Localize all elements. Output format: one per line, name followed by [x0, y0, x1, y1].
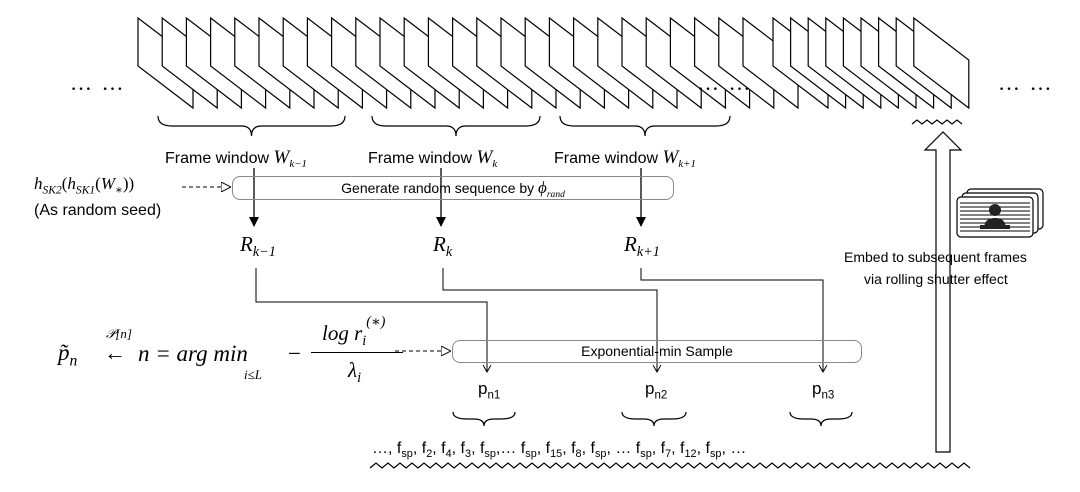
ellipsis-middle: … …: [697, 70, 753, 95]
pn-brace: [621, 411, 687, 427]
frame-symbol: f: [520, 440, 526, 457]
formula-denominator: λi: [348, 358, 362, 387]
seed-formula: hSK2(hSK1(W∗)): [34, 174, 135, 197]
frame-symbol: f: [705, 440, 710, 457]
formula-argmin-sub: i≤L: [244, 367, 262, 382]
r-node-3: Rk+1: [624, 232, 660, 261]
frame-symbol: f: [571, 440, 576, 457]
frame-symbol: f: [460, 440, 465, 457]
frame-index: sp: [401, 448, 413, 461]
frame-index: 15: [550, 448, 563, 461]
frame-symbol: f: [479, 440, 485, 457]
frame-symbol: f: [396, 440, 402, 457]
frame-symbol: f: [660, 440, 666, 457]
frame-sequence: …, fsp, f2, f4, f3, fsp,… fsp, f15, f8, …: [372, 440, 747, 461]
frame-window-label-1: Frame window Wk−1: [165, 147, 307, 171]
generate-random-box: Generate random sequence by ϕrand: [232, 176, 674, 200]
zigzag-top: [911, 119, 963, 125]
formula-argmin: n = arg min: [138, 341, 248, 366]
frame-index: sp: [484, 448, 496, 461]
video-frame: [913, 16, 970, 110]
p-node-2: pn2: [645, 379, 668, 402]
p-node-1: pn1: [478, 379, 501, 402]
frame-window-label-3: Frame window Wk+1: [554, 147, 696, 171]
frame-window-label-2: Frame window Wk: [368, 147, 498, 171]
formula-minus: −: [288, 341, 301, 366]
frame-index: 4: [445, 448, 452, 461]
frame-index: sp: [525, 448, 537, 461]
embed-note-line1: Embed to subsequent frames: [844, 249, 1027, 265]
frame-symbol: f: [421, 440, 427, 457]
frame-index: 12: [684, 448, 697, 461]
formula-fraction-bar: [311, 352, 403, 354]
pn-brace: [452, 411, 516, 427]
video-frames-person-icon: [948, 185, 1048, 241]
frame-symbol: f: [545, 440, 551, 457]
ellipsis-left: … …: [70, 70, 126, 95]
frame-index: 2: [426, 448, 433, 461]
connectors: [182, 119, 971, 469]
window-brace: [371, 115, 541, 137]
seed-note: (As random seed): [34, 202, 162, 219]
formula-arrow-label: 𝒫[n]: [106, 326, 132, 341]
exponential-min-box: Exponential-min Sample: [452, 340, 862, 363]
window-braces: [157, 115, 853, 427]
formula-numerator: log ri(∗): [322, 314, 386, 350]
r-node-1: Rk−1: [240, 232, 276, 261]
frame-index: 8: [575, 448, 582, 461]
frame-symbol: f: [441, 440, 446, 457]
connector-r2-p2: [442, 268, 657, 372]
formula-p-tilde: p̃n: [58, 340, 78, 370]
frame-index: sp: [709, 448, 722, 461]
frame-symbol: f: [590, 440, 595, 457]
frame-index: 7: [665, 448, 672, 461]
frame-stack-right: [772, 16, 970, 110]
ellipsis-right: … …: [998, 70, 1054, 95]
zigzag-bottom: [369, 462, 971, 469]
connector-r3-p3: [640, 268, 823, 372]
frame-stack-main: [137, 16, 799, 110]
window-brace: [559, 115, 731, 137]
connector-r1-p1: [255, 268, 487, 372]
frame-index: sp: [640, 448, 652, 461]
frame-index: sp: [594, 448, 607, 461]
frame-symbol: f: [635, 440, 641, 457]
frame-index: 3: [465, 448, 472, 461]
pn-brace: [789, 411, 853, 427]
r-node-2: Rk: [433, 232, 453, 261]
embed-note-line2: via rolling shutter effect: [864, 271, 1008, 287]
window-brace: [157, 115, 346, 137]
p-node-3: pn3: [812, 379, 835, 402]
formula-left-arrow: ←: [104, 340, 126, 365]
frame-symbol: f: [680, 440, 685, 457]
hollow-up-arrow: [923, 131, 963, 453]
